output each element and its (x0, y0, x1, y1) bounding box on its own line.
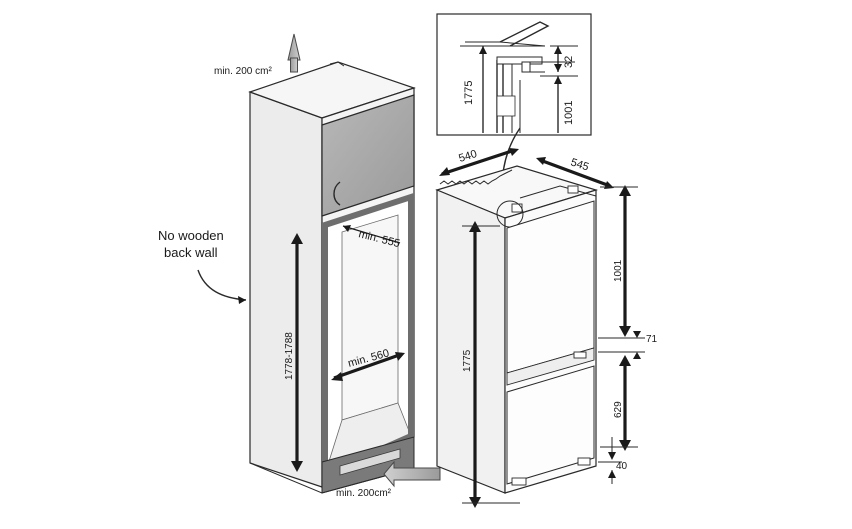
upper-door-label: 1001 (613, 259, 624, 282)
detail-height-label: 1775 (463, 81, 475, 105)
lower-fridge-door (506, 365, 595, 485)
niche-height-label: 1778-1788 (284, 332, 295, 380)
vent-grille (339, 448, 401, 476)
door-handle-icon (333, 181, 341, 206)
niche-frame (322, 192, 414, 479)
cabinet-side-panel (249, 91, 323, 488)
appliance-width-label: 540 (457, 148, 478, 165)
upper-fridge-door (506, 200, 595, 374)
detail-gap-label: 32 (563, 56, 575, 68)
appliance-height-label: 1775 (462, 349, 473, 372)
vent-in-arrow-icon (383, 460, 441, 488)
middle-gap-label: 71 (646, 334, 658, 345)
vent-bottom-label: min. 200cm² (336, 488, 392, 499)
bottom-gap-label: 40 (616, 461, 628, 472)
upper-cabinet-door (321, 94, 415, 217)
fridge-side (436, 189, 506, 494)
vent-top-label: min. 200 cm² (214, 66, 272, 77)
detail-door-label: 1001 (563, 101, 575, 125)
appliance-depth-label: 545 (569, 156, 590, 173)
curved-arrow (197, 269, 247, 301)
no-wooden-line1: No wooden (158, 228, 224, 243)
no-wooden-line2: back wall (164, 245, 218, 260)
cabinet-drawing: min. 200 cm² No wooden back wall min. 55… (158, 33, 441, 499)
lower-door-label: 629 (613, 401, 624, 418)
detail-inset: 1775 32 1001 (436, 13, 592, 205)
fridge-drawing: 540 545 1775 1001 71 629 (435, 148, 658, 508)
vent-up-arrow-icon (287, 33, 301, 61)
